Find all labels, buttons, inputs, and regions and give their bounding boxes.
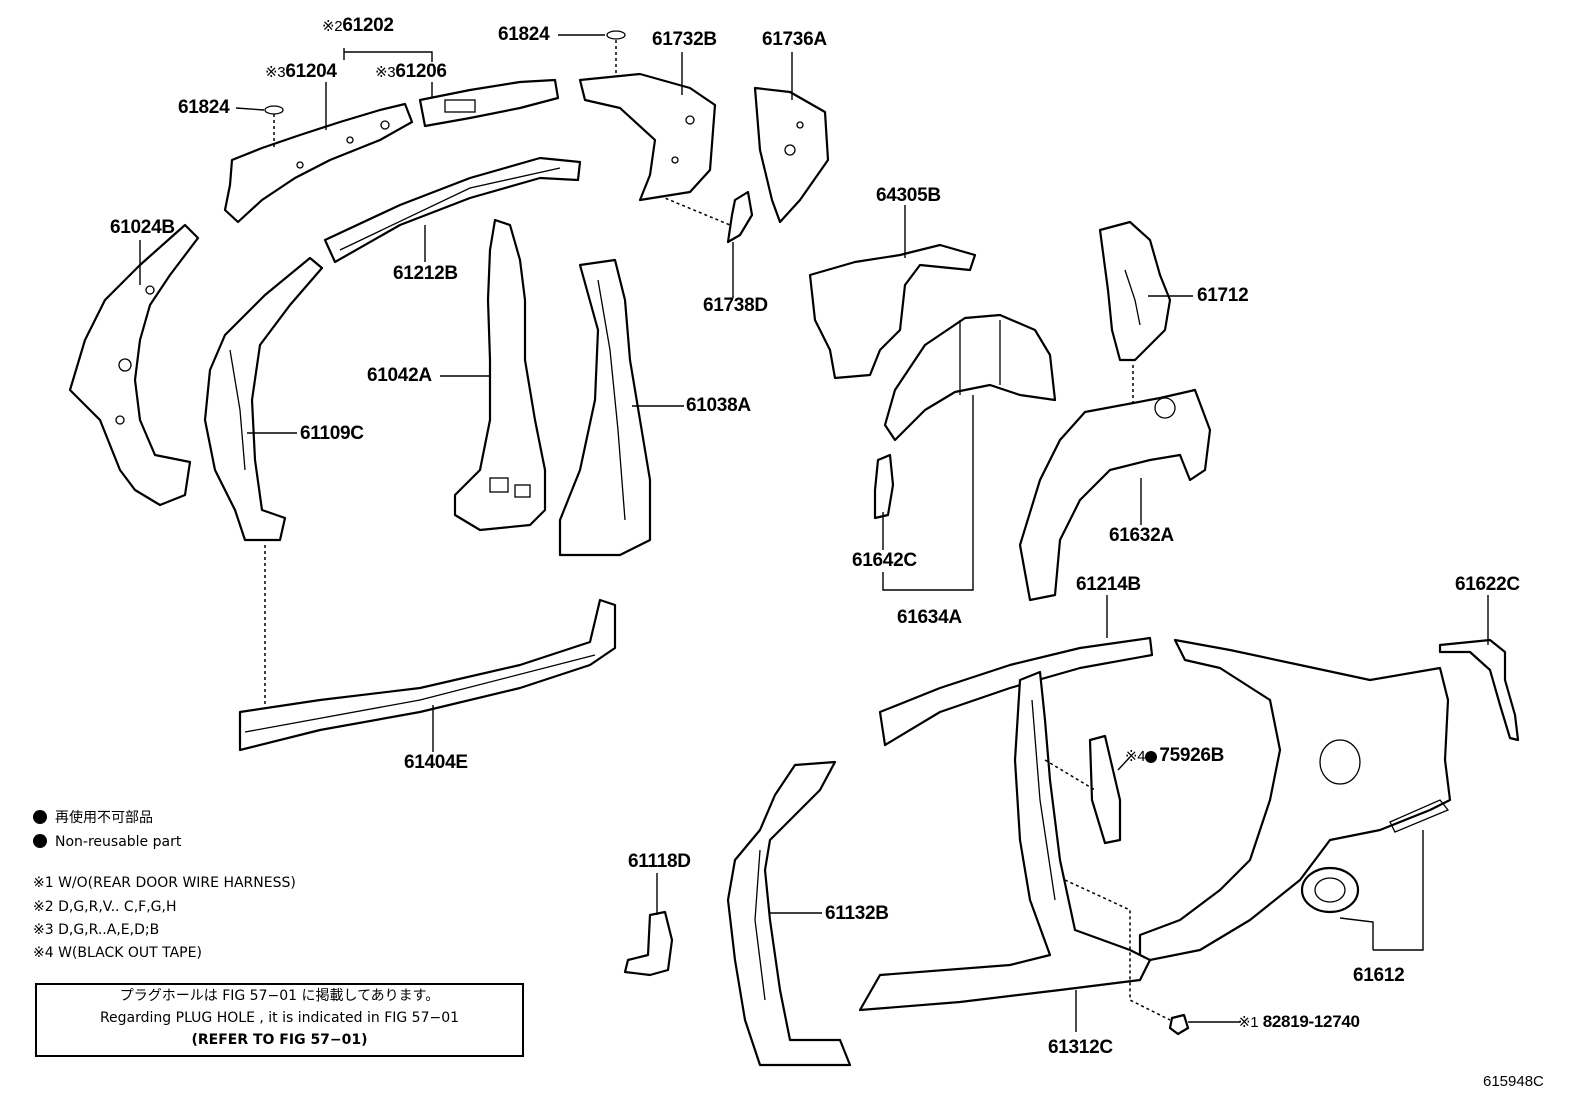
label-64305B: 64305B <box>876 185 941 206</box>
fuel-lid-shape <box>1300 866 1360 914</box>
part-75926B-shape <box>1088 734 1122 845</box>
label-61132B: 61132B <box>825 903 889 924</box>
figure-reference-code: 615948C <box>1483 1073 1544 1090</box>
legend-note-4: ※4 W(BLACK OUT TAPE) <box>33 945 202 961</box>
legend-nonreusable-ja: 再使用不可部品 <box>33 810 153 825</box>
label-75926B: ※4 75926B <box>1125 746 1224 765</box>
legend-nonreusable-ja-text: 再使用不可部品 <box>55 810 153 826</box>
label-75926B-mark: ※4 <box>1125 748 1146 765</box>
non-reusable-dot-icon <box>33 834 47 848</box>
label-61109C: 61109C <box>300 423 364 444</box>
label-61642C: 61642C <box>852 550 917 571</box>
label-61206-number: 61206 <box>395 61 447 82</box>
non-reusable-dot-icon <box>1145 751 1158 763</box>
label-82819-mark: ※1 <box>1238 1014 1259 1031</box>
part-61632A-shape <box>1018 388 1212 602</box>
part-61312C-shape <box>858 670 1152 1012</box>
label-61214B: 61214B <box>1076 574 1141 595</box>
label-61042A: 61042A <box>367 365 432 386</box>
part-61404E-shape <box>238 598 617 752</box>
label-61824-b: 61824 <box>498 24 550 45</box>
part-61642C-shape <box>873 453 895 520</box>
label-61204: ※361204 <box>265 62 337 81</box>
label-61038A: 61038A <box>686 395 751 416</box>
non-reusable-dot-icon <box>33 810 47 824</box>
label-61712: 61712 <box>1197 285 1249 306</box>
note-line-2: Regarding PLUG HOLE , it is indicated in… <box>99 1010 460 1026</box>
part-61109C-shape <box>203 256 324 542</box>
part-61824-b-shape <box>606 30 626 40</box>
note-line-1: プラグホールは FIG 57−01 に掲載してあります。 <box>119 988 440 1004</box>
label-61634A: 61634A <box>897 607 962 628</box>
label-61024B: 61024B <box>110 217 175 238</box>
part-61024B-shape <box>68 223 200 507</box>
label-61202-number: 61202 <box>342 15 394 36</box>
part-82819-shape <box>1168 1013 1190 1036</box>
label-61738D: 61738D <box>703 295 768 316</box>
legend-nonreusable-en-text: Non-reusable part <box>55 834 182 850</box>
part-61206-shape <box>418 78 560 128</box>
plug-hole-note-box: プラグホールは FIG 57−01 に掲載してあります。 Regarding P… <box>35 983 524 1057</box>
legend-note-3: ※3 D,G,R..A,E,D;B <box>33 922 160 938</box>
part-61204-shape <box>223 102 414 224</box>
part-61118D-shape <box>623 910 674 977</box>
part-61738D-shape <box>726 190 754 244</box>
label-61202-mark: ※2 <box>322 18 343 35</box>
label-61118D: 61118D <box>628 851 691 872</box>
label-61622C: 61622C <box>1455 574 1520 595</box>
label-61204-number: 61204 <box>285 61 337 82</box>
label-61312C: 61312C <box>1048 1037 1113 1058</box>
label-61632A: 61632A <box>1109 525 1174 546</box>
part-61712-shape <box>1098 220 1172 362</box>
part-61612-shape <box>1138 638 1452 964</box>
legend-note-1: ※1 W/O(REAR DOOR WIRE HARNESS) <box>33 875 296 891</box>
part-61042A-shape <box>453 218 547 532</box>
part-61824-a-shape <box>264 105 284 115</box>
label-61824-a: 61824 <box>178 97 230 118</box>
label-61732B: 61732B <box>652 29 717 50</box>
part-61732B-shape <box>578 72 717 202</box>
legend-note-2: ※2 D,G,R,V.. C,F,G,H <box>33 899 177 915</box>
part-61038A-shape <box>558 258 652 557</box>
label-82819: ※1 82819-12740 <box>1238 1013 1360 1030</box>
part-61622C-shape <box>1438 638 1520 742</box>
part-61634A-shape <box>883 313 1057 442</box>
part-61212B-shape <box>323 156 582 264</box>
label-61206: ※361206 <box>375 62 447 81</box>
part-61736A-shape <box>753 86 830 224</box>
label-61206-mark: ※3 <box>375 64 396 81</box>
note-line-3: (REFER TO FIG 57−01) <box>191 1032 368 1048</box>
label-61204-mark: ※3 <box>265 64 286 81</box>
label-61612: 61612 <box>1353 965 1405 986</box>
label-82819-number: 82819-12740 <box>1262 1012 1360 1031</box>
label-61212B: 61212B <box>393 263 458 284</box>
label-75926B-number: 75926B <box>1159 745 1225 766</box>
leader-lines <box>139 34 1489 1032</box>
part-61214B-shape <box>878 636 1154 747</box>
part-64305B-shape <box>808 243 977 380</box>
label-61736A: 61736A <box>762 29 827 50</box>
label-61404E: 61404E <box>404 752 468 773</box>
part-61132B-shape <box>726 760 852 1067</box>
label-61202: ※261202 <box>322 16 394 35</box>
legend-nonreusable-en: Non-reusable part <box>33 834 181 849</box>
